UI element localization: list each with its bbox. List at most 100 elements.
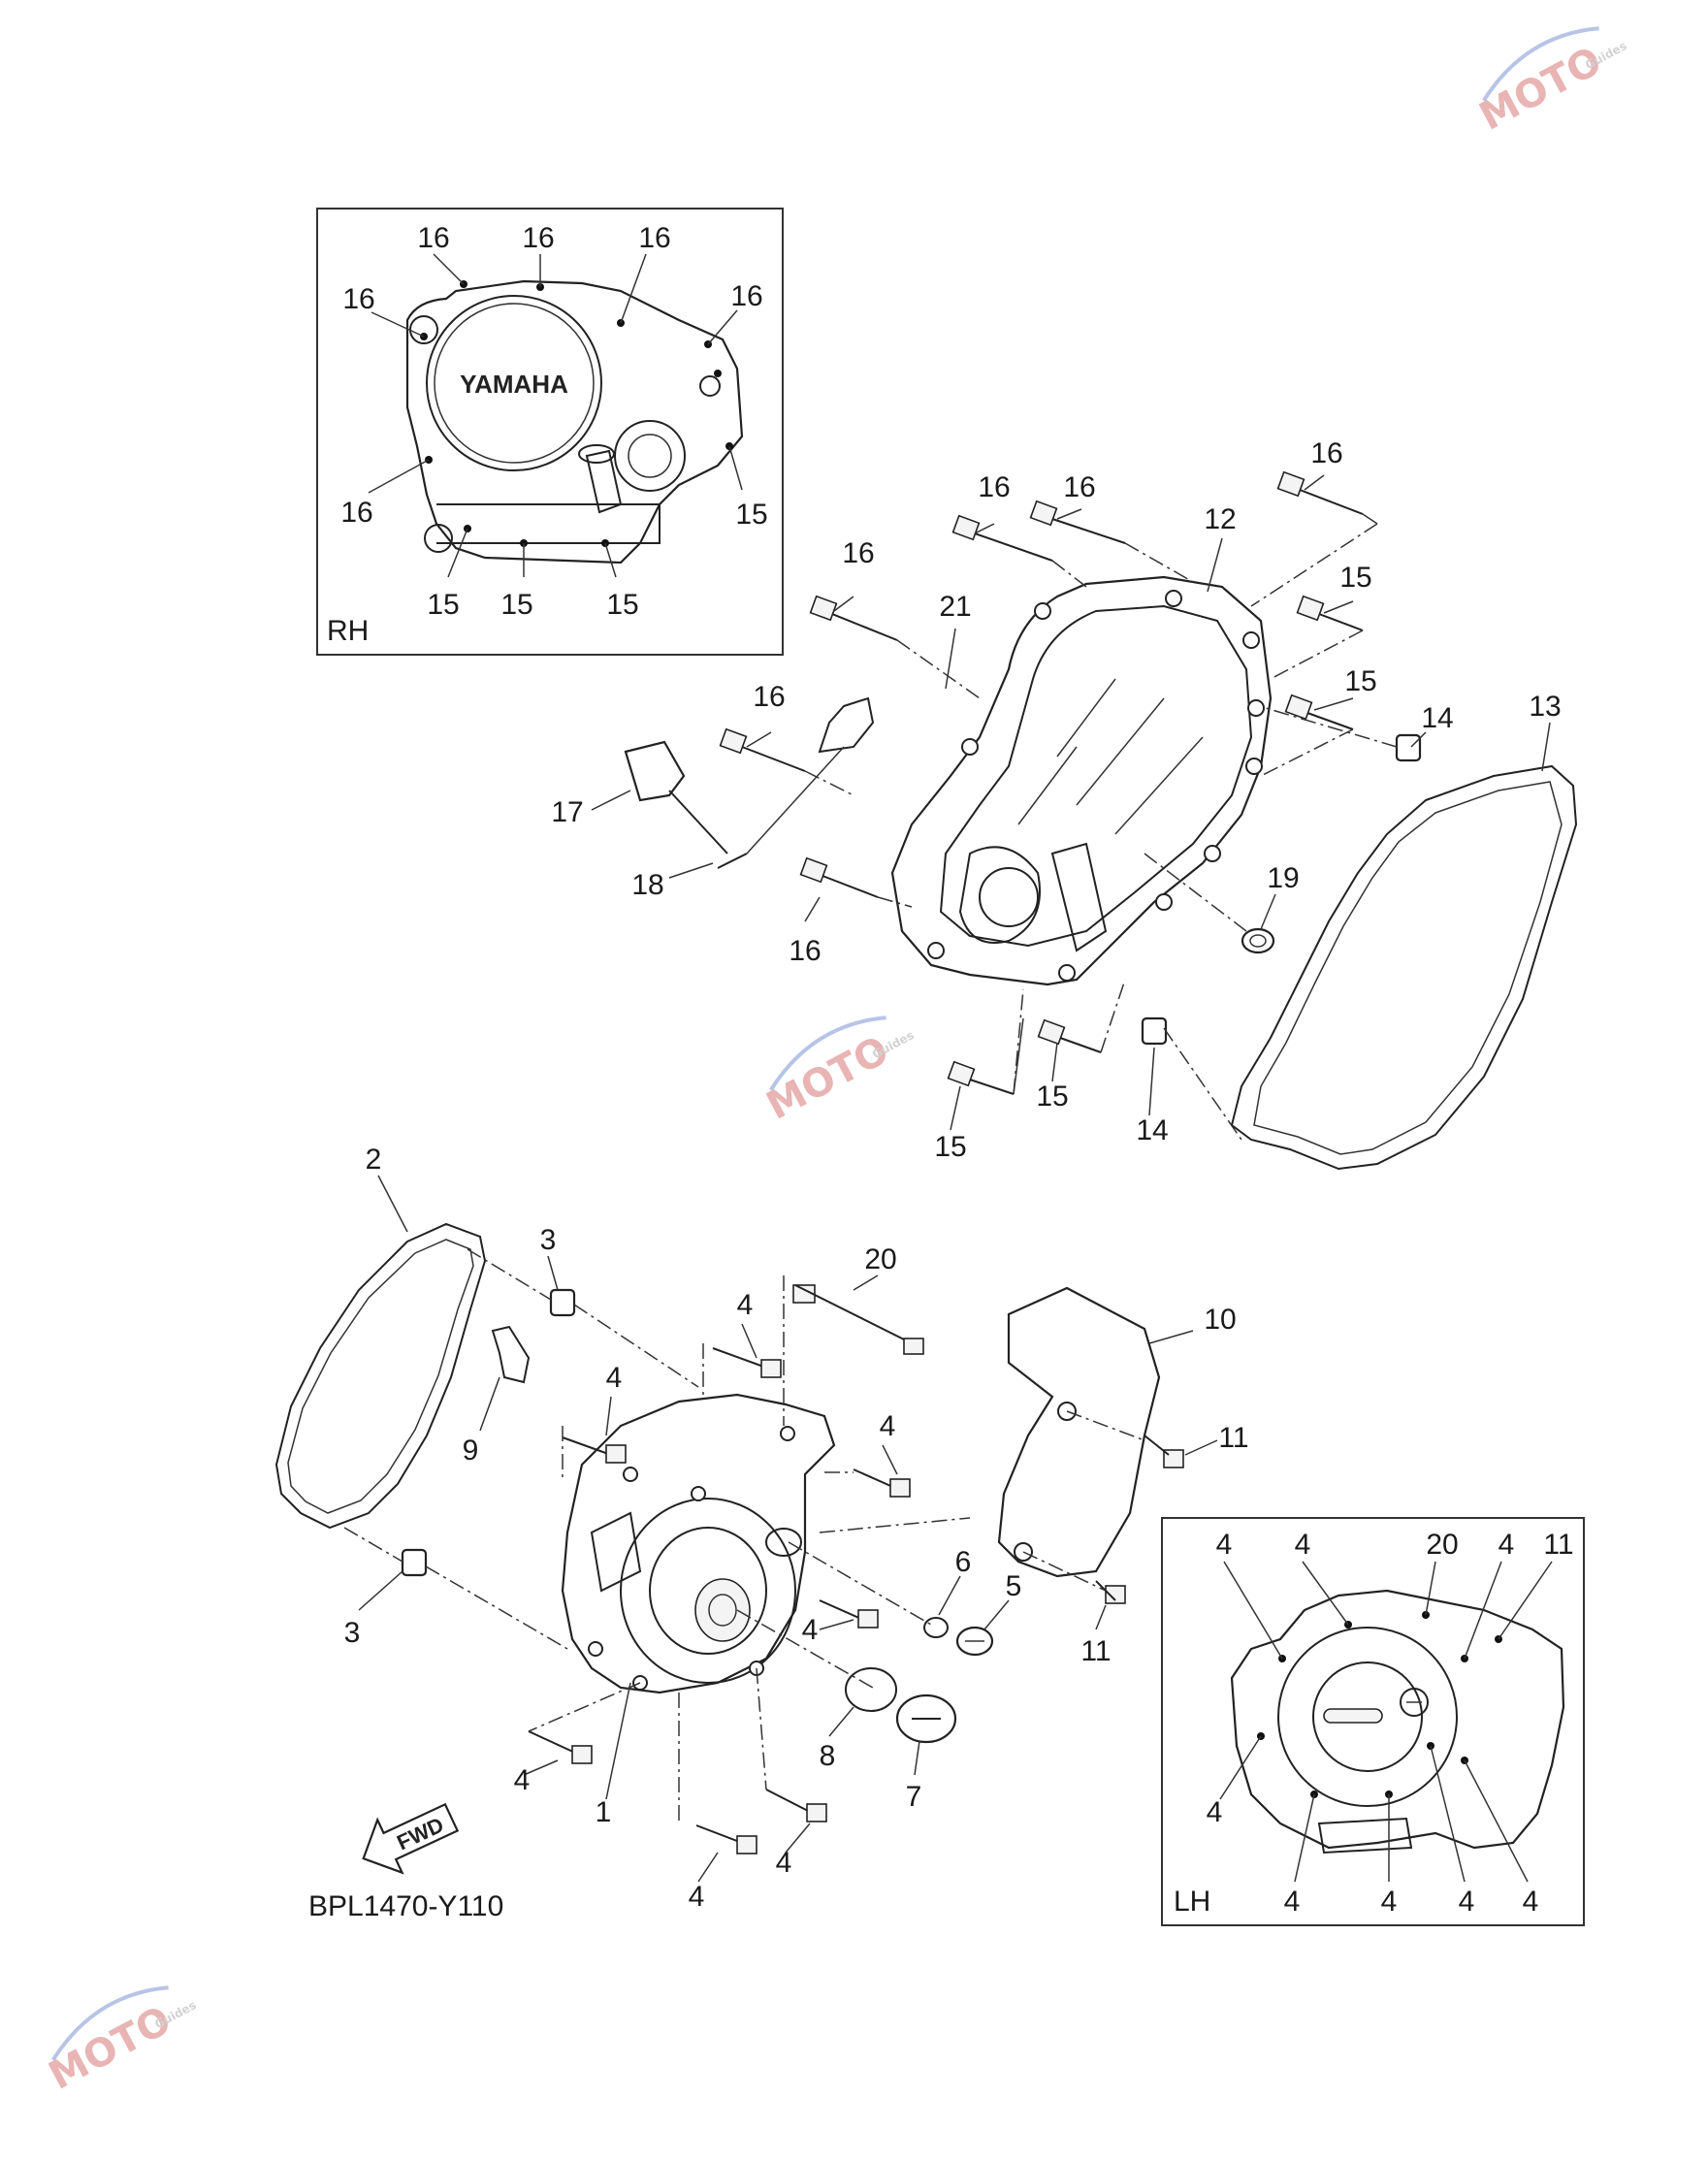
callout-11: 4 [1523,1886,1539,1918]
bolt-group-lower [528,1284,1184,1855]
bolt-20 [792,1284,924,1355]
callout-15: 15 [934,1131,966,1163]
callout-15: 15 [1036,1080,1068,1113]
watermark-text: MOTO [1472,39,1609,140]
callout-4: 4 [1459,1886,1475,1918]
dowel-14-a [1395,733,1422,762]
gasket-2 [274,1222,487,1530]
yamaha-logo: YAMAHA [460,370,568,399]
bolt-group-upper [624,470,1422,1095]
callout-15: 15 [427,589,459,621]
rh-inset-callouts: 16 16 16 16 16 16 15 15 15 15 [340,222,767,621]
plug-5 [955,1626,994,1657]
fwd-arrow: FWD [362,1802,460,1875]
callout-9: 9 [463,1435,479,1467]
bolt-4-e [528,1730,593,1764]
cover-10 [997,1286,1161,1578]
callout-4: 4 [1207,1796,1223,1828]
callout-3: 3 [540,1224,557,1256]
bolt-15-b [1284,693,1354,730]
callout-20: 20 [864,1243,896,1275]
bolt-4-a [712,1347,782,1378]
bolt-15-a [1296,595,1364,631]
callout-16: 16 [1063,471,1095,503]
watermark-text: MOTO [759,1028,896,1129]
callout-16: 16 [789,935,821,967]
callout-14: 14 [1421,702,1453,734]
callout-4: 4 [689,1881,705,1913]
lower-leader-lines [343,1248,1145,1825]
callout-13: 13 [1529,691,1561,723]
callout-2: 2 [366,1144,382,1176]
generator-cover-lh [561,1393,836,1694]
callout-4: 4 [1381,1886,1398,1918]
callout-16: 16 [417,222,449,254]
bolt-16-b [1029,500,1126,544]
callout-20: 20 [1426,1529,1458,1561]
upper-callouts: 16 16 16 16 12 15 15 14 13 21 16 17 18 1… [551,437,1561,1163]
diagram-code: BPL1470-Y110 [308,1890,503,1922]
oil-filler-plug-17 [624,740,728,855]
callout-21: 21 [939,591,971,623]
callout-16: 15 [735,499,767,531]
callout-14: 14 [1136,1114,1168,1146]
bolt-4-f [765,1789,827,1822]
callout-5: 5 [1006,1570,1022,1602]
watermark-center: MOTO Guides [759,1016,917,1129]
callout-4: 4 [737,1289,754,1321]
callout-19: 19 [1267,862,1299,894]
callout-15: 15 [500,589,532,621]
watermark-bottom-left: MOTO Guides [42,1985,199,2099]
callout-11: 11 [1218,1422,1248,1454]
watermark-text: MOTO [42,1998,178,2099]
callout-11: 11 [1543,1529,1573,1561]
bolt-15-c [1037,1018,1102,1053]
callout-16: 16 [1310,437,1342,469]
bolt-15-d [947,1060,1015,1095]
bracket-21 [818,696,875,754]
callout-16: 16 [842,537,874,569]
lower-callouts: 2 3 20 10 9 4 4 4 11 3 6 5 4 11 8 7 1 4 … [344,1144,1249,1913]
callout-16: 16 [730,280,762,312]
callout-6: 6 [955,1546,972,1578]
bolt-16-c [951,514,1053,562]
bolt-16-d [809,595,898,641]
bracket-9 [491,1325,531,1384]
callout-18: 18 [631,869,663,901]
callout-17: 17 [551,796,583,828]
rh-inset-label: RH [327,615,369,647]
callout-10: 10 [1204,1304,1236,1336]
gasket-13 [1230,764,1578,1171]
callout-15: 16 [340,497,372,529]
plug-7 [895,1693,957,1744]
crankcase-cover-rh [890,575,1273,986]
callout-4: 4 [1295,1529,1311,1561]
bolt-4-d [819,1599,879,1629]
callout-4: 4 [1499,1529,1515,1561]
dowel-3-b [401,1548,428,1577]
oil-seal-19 [1241,927,1275,954]
rh-inset: YAMAHA RH [316,208,784,656]
callout-16: 16 [978,471,1010,503]
dowel-14-b [1141,1016,1168,1046]
callout-15: 15 [606,589,638,621]
callout-15: 15 [1339,562,1371,594]
o-ring-6 [923,1617,949,1638]
callout-4: 4 [802,1614,819,1646]
callout-8: 8 [820,1740,836,1772]
o-ring-8 [845,1667,897,1712]
callout-4: 4 [776,1847,792,1879]
bolt-16-e [719,727,806,772]
callout-16: 16 [753,681,785,713]
watermark-top-right: MOTO Guides [1472,26,1629,140]
lh-inset-label: LH [1174,1886,1210,1918]
callout-4: 4 [606,1362,623,1394]
bolt-4-g [695,1824,757,1855]
callout-4: 4 [1216,1529,1233,1561]
callout-15: 15 [1344,665,1376,697]
callout-16: 16 [522,222,554,254]
bolt-4-c [853,1468,911,1498]
callout-4: 4 [1284,1886,1301,1918]
callout-16: 16 [342,283,374,315]
dowel-3-a [549,1288,576,1317]
